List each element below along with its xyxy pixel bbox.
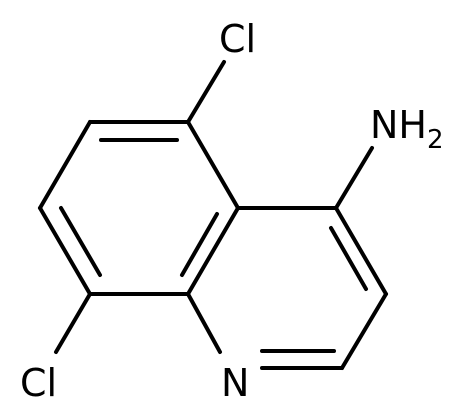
amine-group-label: NH2 — [370, 103, 444, 155]
atom-labels: Cl Cl N NH2 — [20, 17, 444, 405]
nitrogen-label: N — [221, 361, 249, 405]
chlorine-top-label: Cl — [219, 17, 256, 61]
bond-c8-cl — [54, 292, 92, 354]
bonds — [38, 60, 388, 370]
bond-c7-c8 — [38, 206, 92, 296]
bond-c4a-c5 — [186, 120, 240, 210]
bond-n1-c8a — [186, 292, 222, 354]
bond-c4-c3-inner — [329, 226, 368, 291]
amine-symbol: NH — [370, 103, 427, 147]
bond-c6-c7 — [38, 120, 92, 210]
bond-c3-c2 — [340, 292, 388, 370]
bond-c8a-c4a — [186, 206, 240, 296]
chlorine-bottom-label: Cl — [20, 361, 57, 405]
bond-c8a-c4a-inner — [180, 212, 219, 277]
bond-c4-nh2 — [334, 146, 374, 210]
bond-c7-c8-inner — [59, 206, 102, 277]
bond-c4-c3 — [334, 206, 388, 296]
amine-subscript: 2 — [427, 125, 444, 155]
bond-c5-cl — [186, 60, 226, 124]
